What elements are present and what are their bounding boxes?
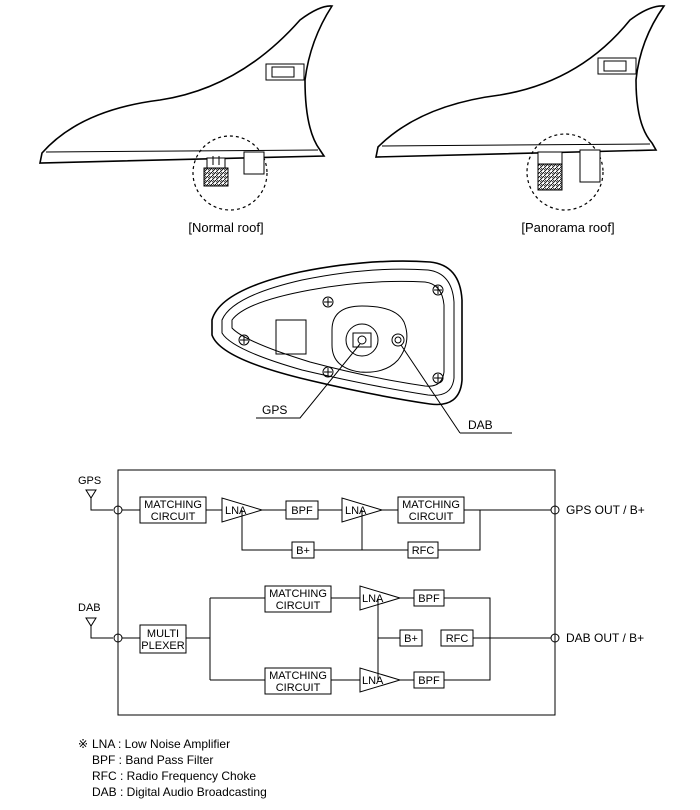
dab-input-label: DAB: [78, 602, 101, 614]
normal-roof-view: [Normal roof]: [39, 5, 334, 235]
dab-upper-matching-circuit: [264, 585, 332, 613]
normal-roof-caption: [Normal roof]: [188, 220, 263, 235]
matching-circuit-label: CIRCUIT: [276, 600, 321, 612]
matching-circuit-label: CIRCUIT: [276, 682, 321, 694]
module-enclosure: [117, 469, 556, 716]
legend-item: DAB : Digital Audio Broadcasting: [78, 784, 267, 800]
gps-output-matching-circuit: [397, 496, 465, 524]
panorama-roof-caption: [Panorama roof]: [521, 220, 614, 235]
matching-circuit-label: MATCHING: [402, 499, 460, 511]
abbreviation-legend: ※LNA : Low Noise Amplifier BPF : Band Pa…: [78, 736, 267, 800]
block-diagram: GPS MATCHING CIRCUIT LNA BPF LNA MATCHIN…: [78, 469, 645, 716]
legend-text: BPF : Band Pass Filter: [92, 753, 214, 767]
bplus-label: B+: [404, 633, 418, 645]
lna-label: LNA: [225, 505, 247, 517]
rfc-label: RFC: [412, 545, 435, 557]
dab-lower-matching-circuit: [264, 667, 332, 695]
lna-label: LNA: [362, 675, 384, 687]
gps-callout-label: GPS: [262, 403, 287, 417]
matching-circuit-label: CIRCUIT: [409, 511, 454, 523]
detail-circle: [526, 133, 604, 211]
bpf-label: BPF: [418, 675, 440, 687]
multiplexer-label: PLEXER: [141, 640, 184, 652]
dab-output-label: DAB OUT / B+: [566, 631, 644, 645]
legend-item: RFC : Radio Frequency Choke: [78, 768, 267, 784]
gps-output-terminal: [550, 505, 560, 515]
matching-circuit-label: CIRCUIT: [151, 511, 196, 523]
dab-output-terminal: [550, 633, 560, 643]
multiplexer-label: MULTI: [147, 628, 179, 640]
matching-circuit-label: MATCHING: [269, 588, 327, 600]
reference-mark: ※: [78, 737, 89, 751]
lna-label: LNA: [362, 593, 384, 605]
dab-upper-lna: [359, 585, 402, 611]
gps-output-label: GPS OUT / B+: [566, 503, 645, 517]
bpf-label: BPF: [418, 593, 440, 605]
legend-text: LNA : Low Noise Amplifier: [92, 737, 231, 751]
lna-label: LNA: [345, 505, 367, 517]
matching-circuit-label: MATCHING: [269, 670, 327, 682]
panorama-roof-view: [Panorama roof]: [375, 5, 666, 235]
legend-text: RFC : Radio Frequency Choke: [92, 769, 257, 783]
matching-circuit-label: MATCHING: [144, 499, 202, 511]
gps-input-label: GPS: [78, 475, 101, 487]
rfc-label: RFC: [446, 633, 469, 645]
dab-lower-lna: [359, 667, 402, 693]
gps-matching-circuit: [139, 496, 207, 524]
legend-text: DAB : Digital Audio Broadcasting: [92, 785, 267, 799]
dab-multiplexer: [139, 624, 187, 654]
bplus-label: B+: [296, 545, 310, 557]
dab-lower-bpf: [413, 671, 445, 689]
dab-callout-label: DAB: [468, 418, 493, 432]
bpf-label: BPF: [291, 505, 313, 517]
legend-item: BPF : Band Pass Filter: [78, 752, 267, 768]
dab-bplus: [399, 629, 423, 647]
legend-item: ※LNA : Low Noise Amplifier: [78, 736, 267, 752]
antenna-bottom-view: GPS DAB: [211, 260, 512, 434]
detail-circle: [192, 135, 268, 211]
